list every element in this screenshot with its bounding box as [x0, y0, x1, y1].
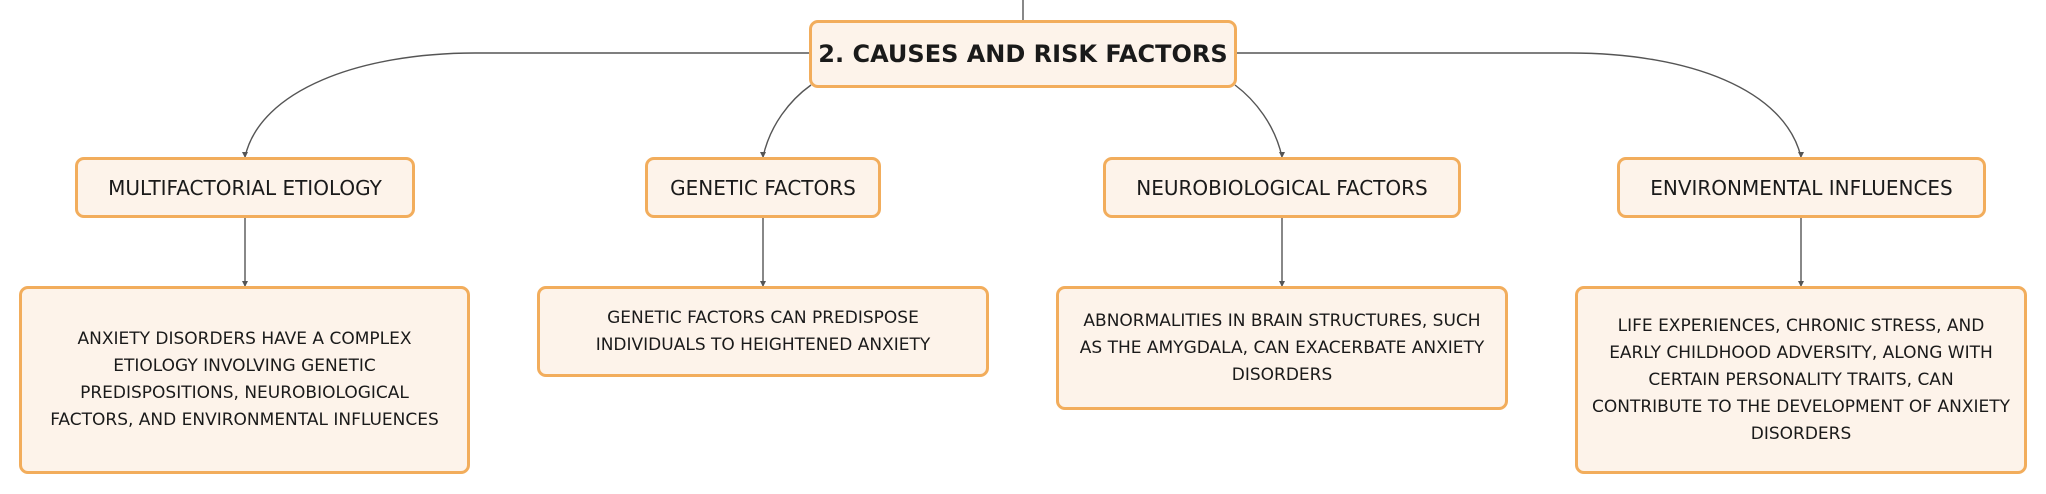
- desc-genetic-factors[interactable]: GENETIC FACTORS CAN PREDISPOSE INDIVIDUA…: [537, 286, 989, 377]
- arrowhead-environmental: [1798, 152, 1804, 158]
- node-neurobiological-factors[interactable]: NEUROBIOLOGICAL FACTORS: [1103, 157, 1461, 218]
- connector-root-to-neurobiological: [1234, 84, 1283, 158]
- node-environmental-influences[interactable]: ENVIRONMENTAL INFLUENCES: [1617, 157, 1986, 218]
- arrowhead-multifactorial-desc: [242, 281, 248, 287]
- desc-text: ABNORMALITIES IN BRAIN STRUCTURES, SUCH …: [1079, 310, 1485, 385]
- node-genetic-factors[interactable]: GENETIC FACTORS: [645, 157, 881, 218]
- desc-neurobiological-factors[interactable]: ABNORMALITIES IN BRAIN STRUCTURES, SUCH …: [1056, 286, 1508, 410]
- node-label: ENVIRONMENTAL INFLUENCES: [1650, 175, 1953, 200]
- node-label: NEUROBIOLOGICAL FACTORS: [1136, 175, 1428, 200]
- desc-text: LIFE EXPERIENCES, CHRONIC STRESS, AND EA…: [1592, 315, 2010, 444]
- node-label: GENETIC FACTORS: [670, 175, 856, 200]
- desc-text: ANXIETY DISORDERS HAVE A COMPLEX ETIOLOG…: [50, 329, 439, 430]
- node-multifactorial-etiology[interactable]: MULTIFACTORIAL ETIOLOGY: [75, 157, 415, 218]
- desc-environmental-influences[interactable]: LIFE EXPERIENCES, CHRONIC STRESS, AND EA…: [1575, 286, 2027, 474]
- root-node-label: 2. CAUSES AND RISK FACTORS: [818, 40, 1228, 68]
- connector-root-to-multifactorial: [244, 52, 809, 158]
- arrowhead-multifactorial: [242, 152, 248, 158]
- connector-root-to-genetic: [762, 84, 812, 158]
- node-label: MULTIFACTORIAL ETIOLOGY: [108, 175, 382, 200]
- connector-root-to-environmental: [1237, 52, 1802, 158]
- arrowhead-genetic-desc: [760, 281, 766, 287]
- desc-multifactorial-etiology[interactable]: ANXIETY DISORDERS HAVE A COMPLEX ETIOLOG…: [19, 286, 470, 474]
- root-node[interactable]: 2. CAUSES AND RISK FACTORS: [809, 20, 1237, 88]
- arrowhead-environmental-desc: [1798, 281, 1804, 287]
- arrowhead-genetic: [760, 152, 766, 158]
- desc-text: GENETIC FACTORS CAN PREDISPOSE INDIVIDUA…: [595, 307, 931, 355]
- arrowhead-neurobiological: [1279, 152, 1285, 158]
- arrowhead-neurobiological-desc: [1279, 281, 1285, 287]
